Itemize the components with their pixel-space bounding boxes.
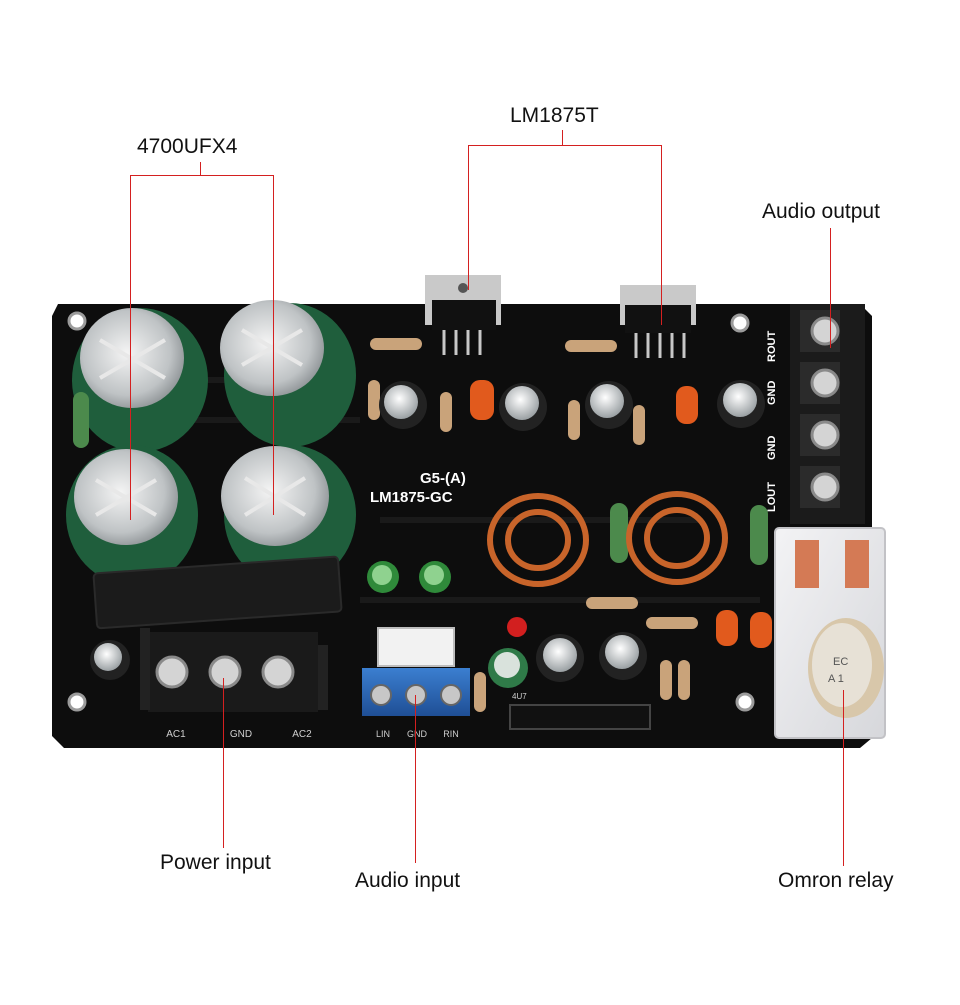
callout-line-input	[415, 695, 416, 863]
capacitor	[72, 308, 208, 452]
lm1875-chip	[425, 275, 501, 355]
relay-label-a1: A 1	[828, 673, 844, 685]
power-terminal-block	[140, 628, 328, 712]
audio-output-callout: Audio output	[762, 200, 880, 223]
amp-chip-callout: LM1875T	[510, 104, 599, 127]
terminal-label-gnd: GND	[230, 729, 252, 740]
lm1875-chip	[620, 285, 696, 358]
output-label-gnd-2: GND	[766, 436, 778, 461]
omron-relay	[774, 527, 886, 739]
output-label-gnd-1: GND	[766, 381, 778, 406]
callout-line-power	[223, 678, 224, 848]
capacitor	[66, 445, 198, 585]
small-capacitor-group	[90, 380, 765, 688]
callout-line-chip-right	[661, 145, 662, 325]
callout-line-chip-left	[468, 145, 469, 290]
callout-line-chip-bar	[468, 145, 662, 146]
callout-line-chip-stem	[562, 130, 563, 146]
board-model-label: G5-(A)	[420, 470, 466, 487]
film-capacitor-group	[470, 380, 772, 648]
relay-label-ec: EC	[833, 656, 848, 668]
input-label-gnd: GND	[407, 729, 428, 739]
output-label-rout: ROUT	[766, 331, 778, 362]
callout-line-output	[830, 228, 831, 348]
audio-output-terminal	[790, 304, 865, 524]
pin-header	[509, 704, 651, 730]
callout-line-capacitors-stem	[200, 162, 201, 175]
capacitor	[221, 445, 356, 585]
callout-line-relay	[843, 690, 844, 866]
rectifier-block	[92, 555, 343, 630]
input-label-rin: RIN	[443, 729, 459, 739]
output-label-lout: LOUT	[766, 482, 778, 512]
callout-line-capacitors-left	[130, 175, 131, 520]
terminal-label-ac1: AC1	[166, 729, 186, 740]
audio-input-terminal	[362, 627, 470, 716]
resistor-group	[73, 338, 768, 712]
audio-input-callout: Audio input	[355, 869, 461, 892]
callout-line-capacitors-bar	[130, 175, 274, 176]
small-cap-label: 4U7	[512, 692, 527, 701]
input-label-lin: LIN	[376, 729, 390, 739]
relay-callout: Omron relay	[778, 869, 894, 892]
capacitor	[220, 300, 356, 447]
power-input-callout: Power input	[160, 851, 271, 874]
capacitors-callout: 4700UFX4	[137, 135, 238, 158]
board-name-label: LM1875-GC	[370, 489, 453, 506]
capacitor-group	[66, 300, 356, 585]
callout-line-capacitors-right	[273, 175, 274, 515]
terminal-label-ac2: AC2	[292, 729, 312, 740]
inductor-coil-group	[487, 491, 728, 587]
